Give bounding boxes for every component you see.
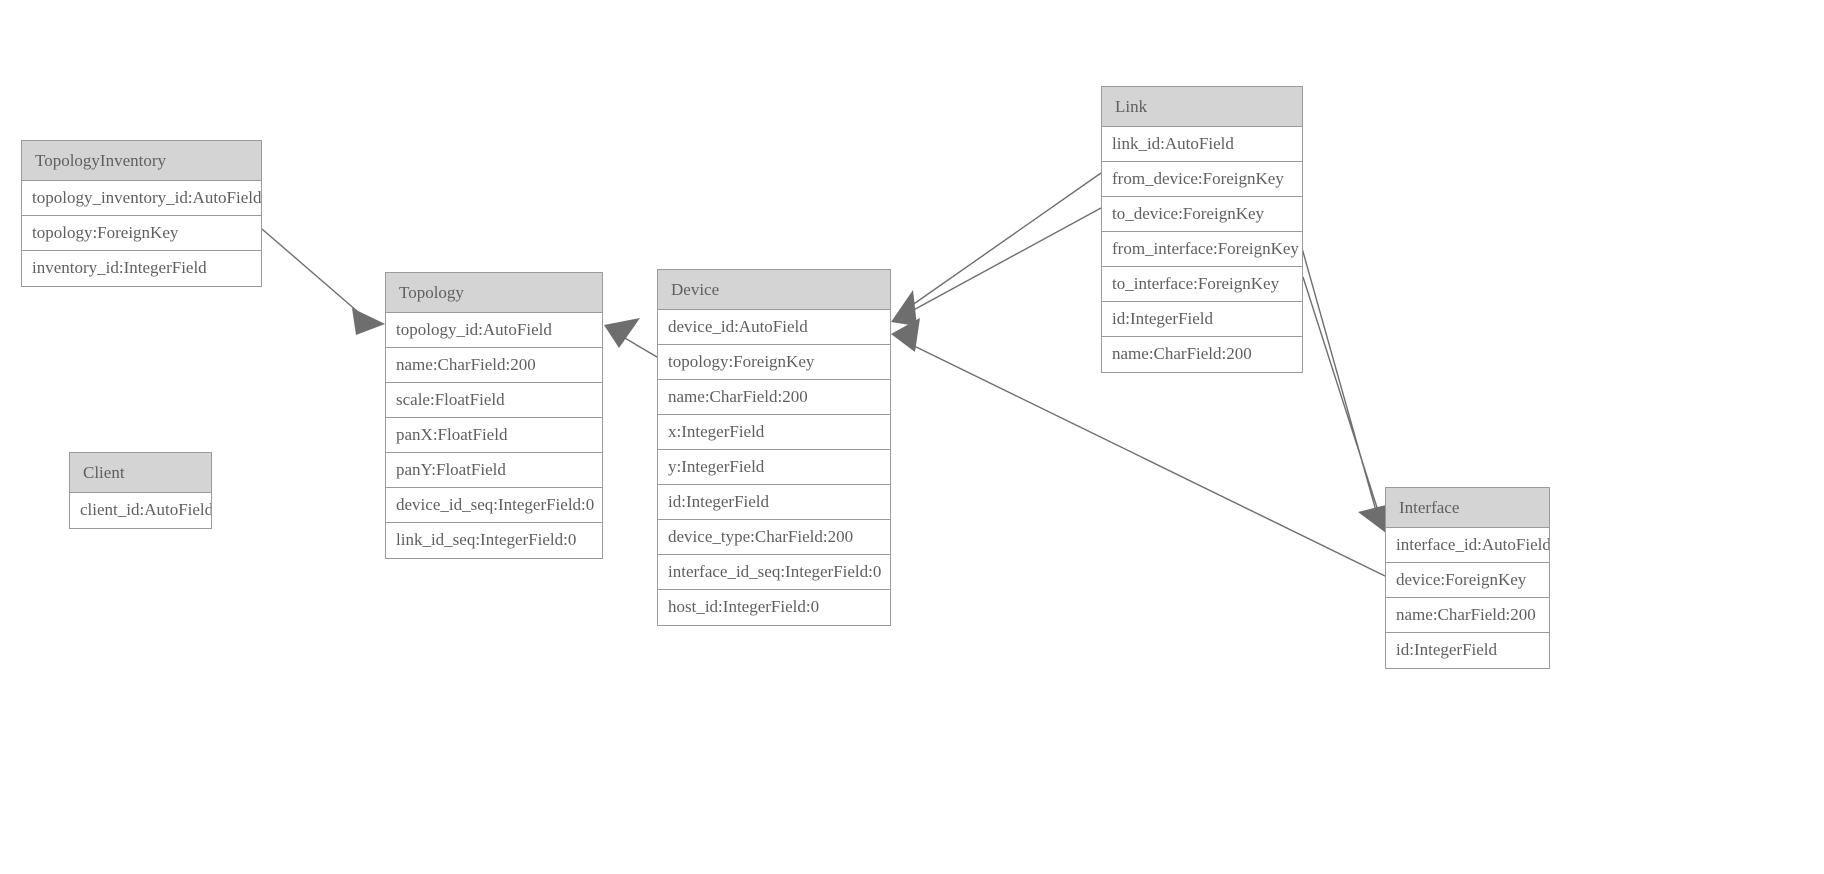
edge-device-topology (604, 318, 658, 358)
entity-field-row[interactable]: panY:FloatField (386, 453, 602, 488)
entity-field-row[interactable]: device_id:AutoField (658, 310, 890, 345)
entity-field-row[interactable]: to_device:ForeignKey (1102, 197, 1302, 232)
entity-field-row[interactable]: inventory_id:IntegerField (22, 251, 261, 286)
entity-title-topology: Topology (386, 273, 602, 313)
entity-field-row[interactable]: client_id:AutoField (70, 493, 211, 528)
entity-field-row[interactable]: panX:FloatField (386, 418, 602, 453)
entity-field-row[interactable]: id:IntegerField (658, 485, 890, 520)
entity-field-row[interactable]: device_id_seq:IntegerField:0 (386, 488, 602, 523)
entity-field-row[interactable]: name:CharField:200 (1102, 337, 1302, 372)
edge-link-from-interface (1299, 240, 1390, 533)
entity-field-row[interactable]: topology_inventory_id:AutoField (22, 181, 261, 216)
entity-field-row[interactable]: host_id:IntegerField:0 (658, 590, 890, 625)
entity-field-row[interactable]: name:CharField:200 (658, 380, 890, 415)
entity-field-row[interactable]: device_type:CharField:200 (658, 520, 890, 555)
entity-title-topology_inventory: TopologyInventory (22, 141, 261, 181)
entity-field-row[interactable]: topology:ForeignKey (658, 345, 890, 380)
entity-field-row[interactable]: scale:FloatField (386, 383, 602, 418)
entity-field-row[interactable]: interface_id:AutoField (1386, 528, 1549, 563)
edge-link-to-device (907, 207, 1102, 314)
edge-topologyinventory-topology (261, 228, 385, 335)
entity-field-row[interactable]: x:IntegerField (658, 415, 890, 450)
entity-title-link: Link (1102, 87, 1302, 127)
entity-field-row[interactable]: interface_id_seq:IntegerField:0 (658, 555, 890, 590)
entity-field-row[interactable]: topology:ForeignKey (22, 216, 261, 251)
entity-field-row[interactable]: id:IntegerField (1102, 302, 1302, 337)
edge-link-to-interface (1302, 276, 1382, 521)
entity-field-row[interactable]: id:IntegerField (1386, 633, 1549, 668)
entity-field-row[interactable]: device:ForeignKey (1386, 563, 1549, 598)
entity-field-row[interactable]: link_id_seq:IntegerField:0 (386, 523, 602, 558)
entity-field-row[interactable]: from_device:ForeignKey (1102, 162, 1302, 197)
entity-field-row[interactable]: link_id:AutoField (1102, 127, 1302, 162)
entity-title-client: Client (70, 453, 211, 493)
entity-field-row[interactable]: to_interface:ForeignKey (1102, 267, 1302, 302)
entity-field-row[interactable]: topology_id:AutoField (386, 313, 602, 348)
entity-field-row[interactable]: y:IntegerField (658, 450, 890, 485)
entity-title-interface: Interface (1386, 488, 1549, 528)
entity-field-row[interactable]: from_interface:ForeignKey (1102, 232, 1302, 267)
entity-title-device: Device (658, 270, 890, 310)
entity-field-row[interactable]: name:CharField:200 (386, 348, 602, 383)
edge-link-from-device (891, 172, 1102, 326)
entity-field-row[interactable]: name:CharField:200 (1386, 598, 1549, 633)
